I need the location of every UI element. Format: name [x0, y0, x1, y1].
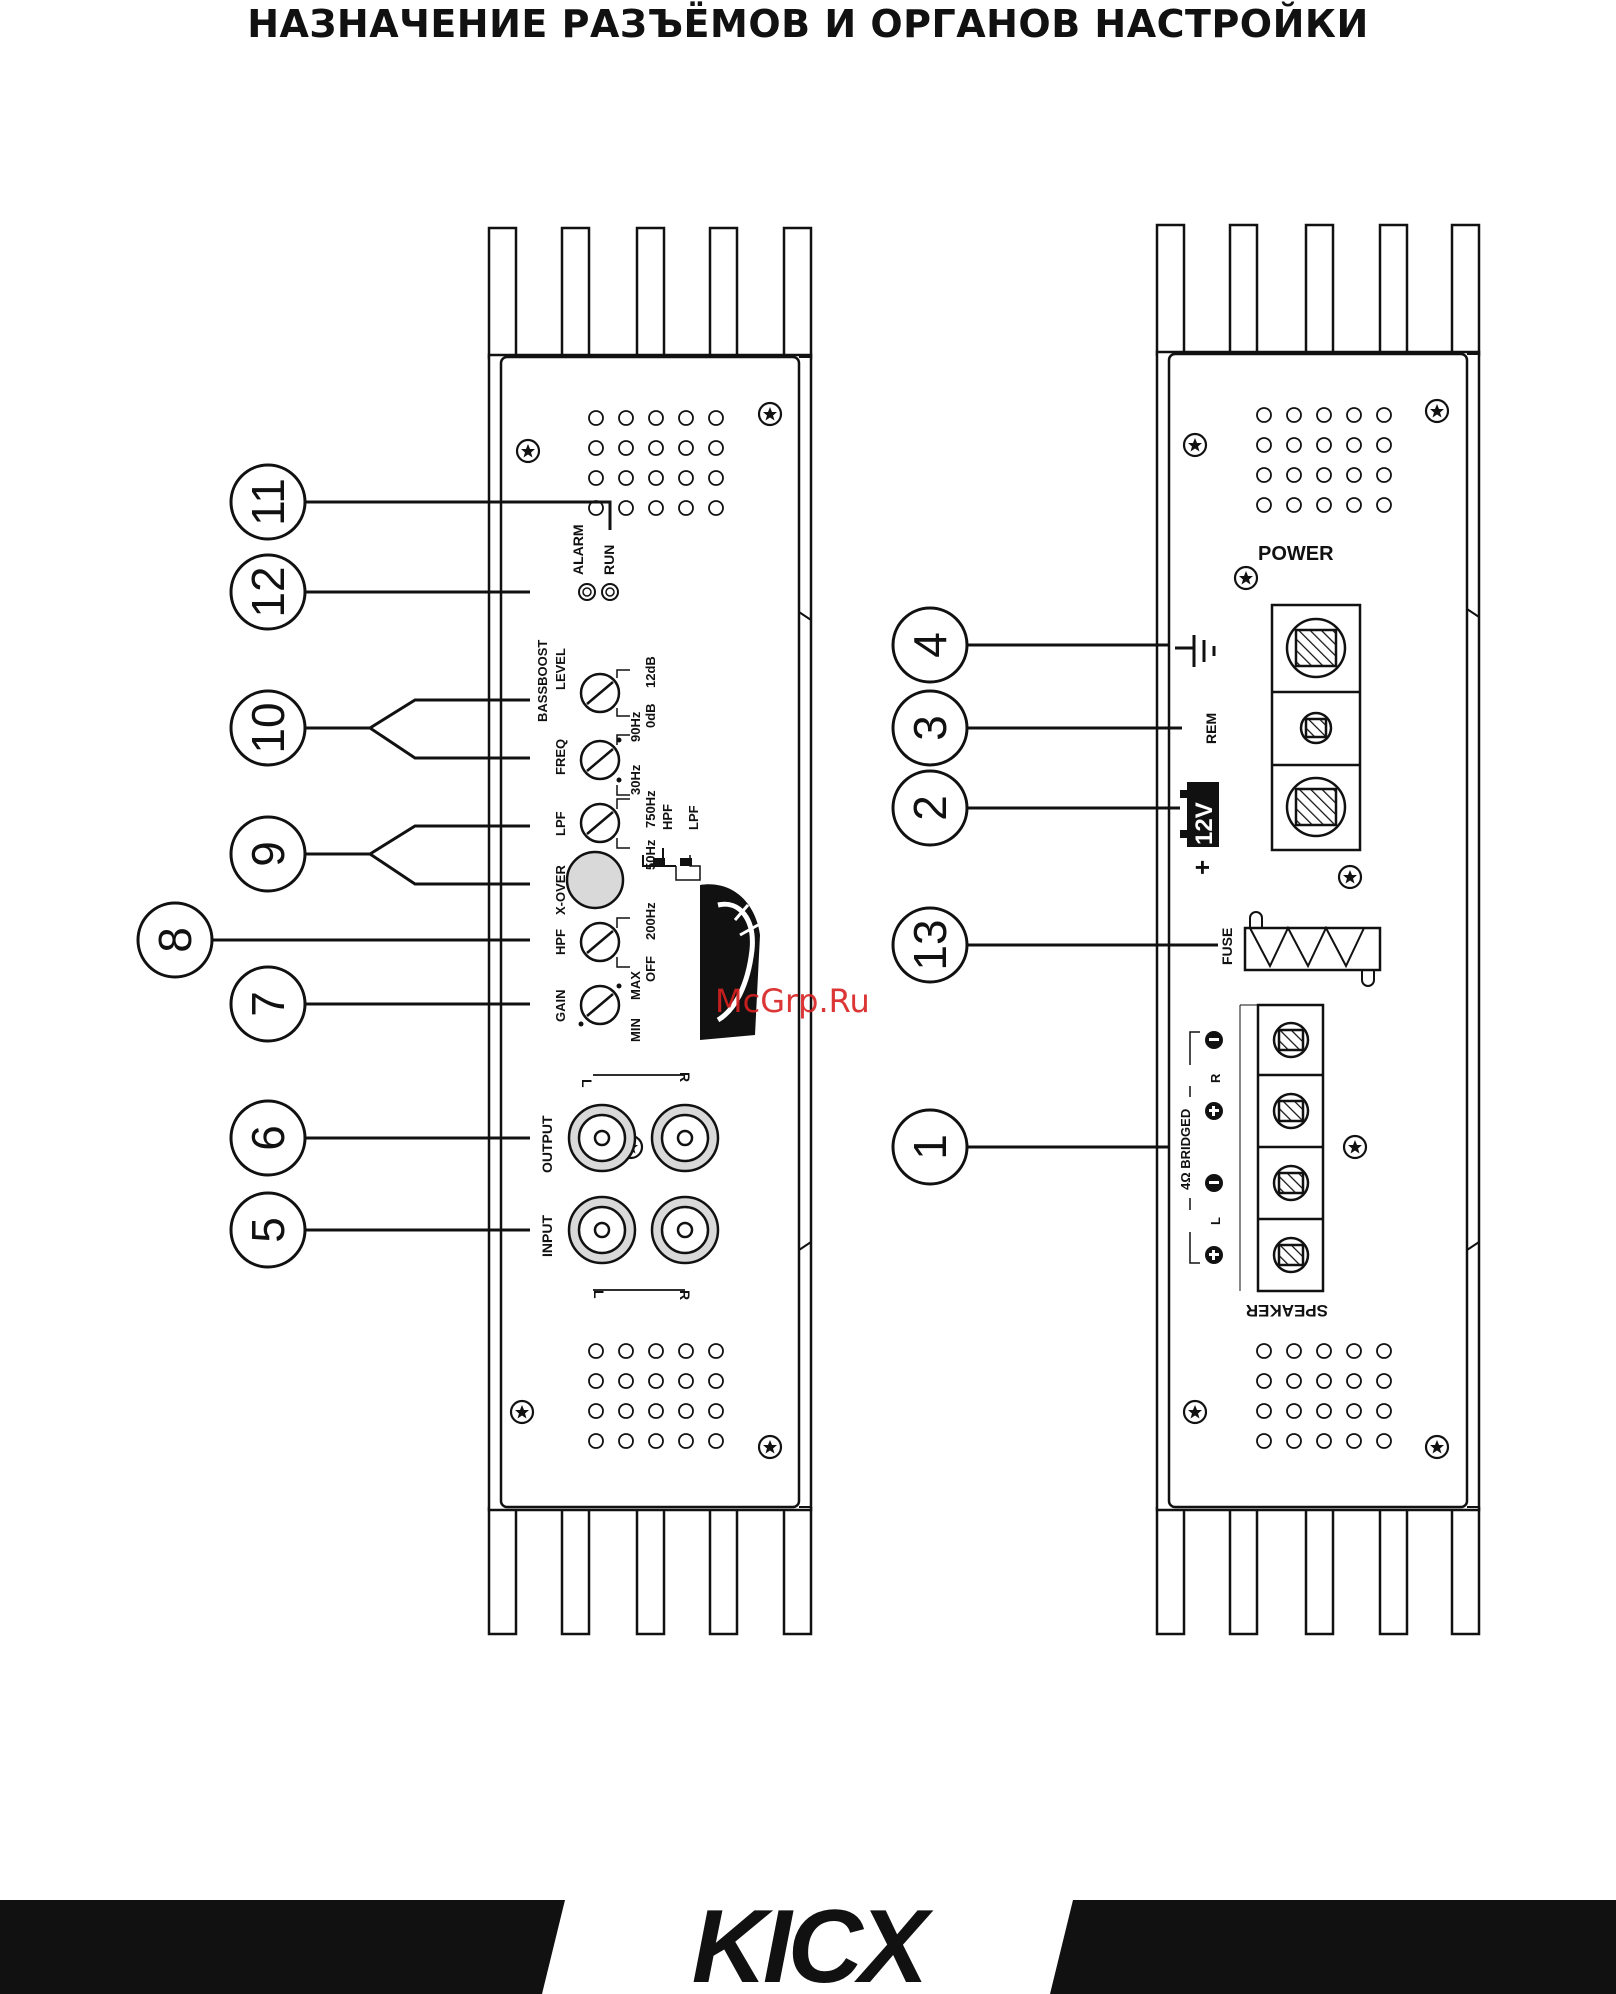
lpf-label: LPF — [553, 811, 568, 836]
callout-12: 12 — [242, 566, 294, 617]
callout-7: 7 — [242, 991, 294, 1017]
brand-logo: KICX — [692, 1900, 934, 1994]
freq-max-label: 90Hz — [628, 711, 643, 742]
right-heatsink-fins-top — [1157, 225, 1479, 355]
callout-2: 2 — [904, 795, 956, 821]
power-label: POWER — [1258, 543, 1334, 565]
callout-5: 5 — [242, 1217, 294, 1243]
freq-label: FREQ — [553, 739, 568, 775]
speaker-label: SPEAKER — [1246, 1301, 1328, 1320]
speaker-l-label: L — [1208, 1217, 1223, 1225]
xover-lpf-label: LPF — [686, 805, 701, 830]
callout-1: 1 — [904, 1134, 956, 1160]
right-amplifier: POWER REM 12V + FUSE — [1157, 225, 1479, 1634]
v12-label: 12V — [1191, 802, 1218, 845]
callout-3: 3 — [904, 715, 956, 741]
right-amp-body — [1157, 352, 1479, 1510]
output-r-label: R — [677, 1072, 693, 1082]
callout-4: 4 — [904, 632, 956, 658]
xover-hpf-label: HPF — [660, 804, 675, 830]
x-over-switch[interactable] — [567, 852, 623, 908]
footer-right-stripe — [1050, 1900, 1616, 1994]
gain-label: GAIN — [553, 990, 568, 1023]
level-label: LEVEL — [553, 648, 568, 690]
left-heatsink-fins-top — [489, 228, 811, 358]
right-heatsink-fins-bottom — [1157, 1508, 1479, 1634]
footer-left-stripe — [0, 1900, 565, 1994]
callout-6: 6 — [242, 1125, 294, 1151]
input-r-label: R — [677, 1290, 693, 1300]
plus-label: + — [1187, 860, 1217, 875]
fuse-label: FUSE — [1219, 928, 1235, 965]
alarm-label: ALARM — [570, 524, 586, 575]
callout-10: 10 — [242, 702, 294, 753]
output-l-label: L — [579, 1079, 595, 1088]
left-heatsink-fins-bottom — [489, 1508, 811, 1634]
footer-brand-bar: KICX — [0, 1900, 1616, 1994]
output-label: OUTPUT — [539, 1115, 555, 1173]
callout-13: 13 — [904, 919, 956, 970]
hpf-min-label: OFF — [643, 956, 658, 982]
bridged-label: 4Ω BRIDGED — [1178, 1109, 1193, 1190]
input-l-label: L — [591, 1290, 607, 1299]
callout-8: 8 — [149, 927, 201, 953]
level-min-label: 0dB — [643, 703, 658, 728]
lpf-max-label: 750Hz — [643, 790, 658, 828]
rem-label: REM — [1203, 713, 1219, 744]
hpf-max-label: 200Hz — [643, 902, 658, 940]
run-label: RUN — [601, 545, 617, 575]
callout-11: 11 — [242, 478, 294, 526]
gain-min-label: MIN — [628, 1018, 643, 1042]
freq-min-label: 30Hz — [628, 764, 643, 795]
xover-label: X-OVER — [553, 865, 568, 915]
level-max-label: 12dB — [643, 656, 658, 688]
watermark: McGrp.Ru — [715, 982, 870, 1020]
bassboost-label: BASSBOOST — [535, 640, 550, 722]
hpf-label: HPF — [553, 929, 568, 955]
speaker-r-label: R — [1208, 1073, 1223, 1083]
left-amplifier: ALARM RUN BASSBOOST L — [489, 228, 811, 1634]
input-label: INPUT — [539, 1215, 555, 1257]
gain-max-label: MAX — [628, 971, 643, 1000]
callout-9: 9 — [242, 841, 294, 867]
